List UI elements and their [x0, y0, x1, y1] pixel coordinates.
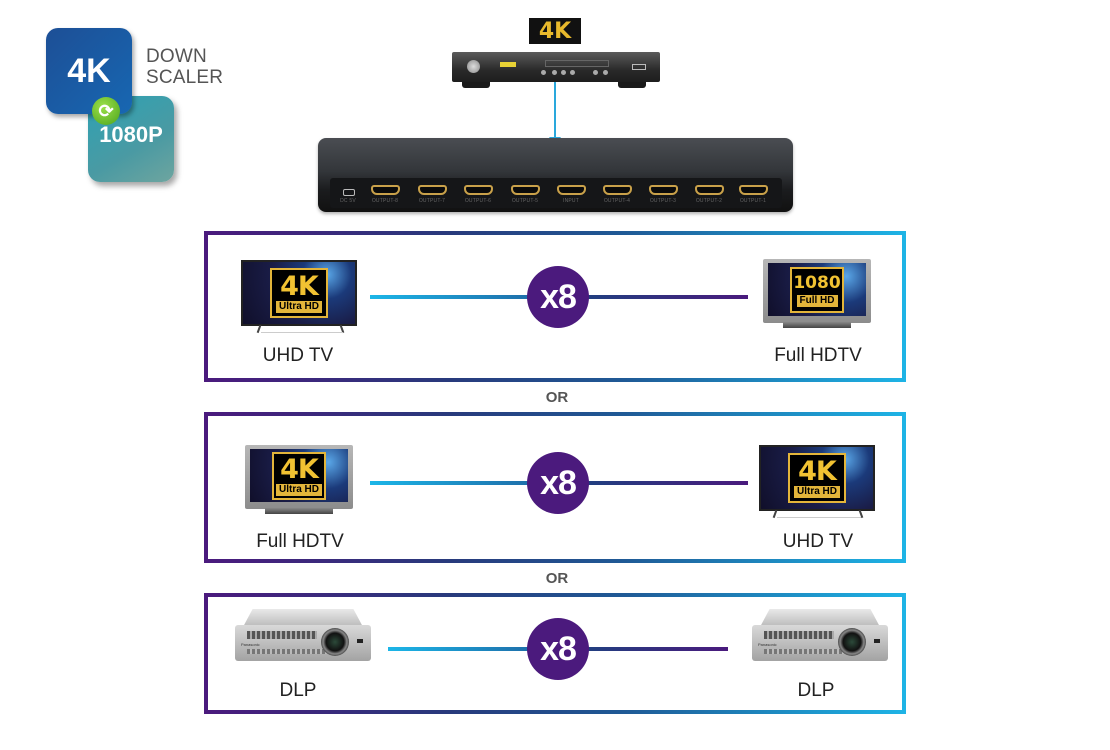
device-label-right: DLP	[797, 680, 835, 701]
4k-ultra-hd-logo: 4K Ultra HD	[788, 453, 846, 503]
badge-4k-label: 4K	[67, 51, 111, 90]
logo-main-text: 4K	[798, 456, 837, 487]
port-label: OUTPUT-1	[739, 198, 767, 204]
logo-sub-text: Full HD	[796, 295, 838, 307]
uhd-tv-icon: 4K Ultra HD	[241, 260, 357, 326]
hdmi-port-icon	[649, 185, 678, 195]
full-hdtv-icon: 4K Ultra HD	[245, 445, 353, 509]
cable-right	[588, 295, 748, 299]
hdmi-port-icon	[557, 185, 586, 195]
source-4k-label: 4K	[529, 18, 581, 44]
scenario-panel-1: 4K Ultra HD UHD TV x8 1080 Full HD Full …	[204, 231, 906, 382]
projector-brand: Panasonic	[758, 642, 777, 647]
player-button	[603, 70, 608, 75]
tv-stand	[783, 322, 851, 328]
scenario-panel-3: Panasonic DLP x8 Panasonic DLP	[204, 593, 906, 714]
multiplier-badge: x8	[527, 266, 589, 328]
port-label: OUTPUT-8	[371, 198, 399, 204]
port-label: OUTPUT-5	[511, 198, 539, 204]
badge-1080p-label: 1080P	[99, 122, 163, 147]
device-label-left: Full HDTV	[256, 531, 344, 552]
device-label-right: Full HDTV	[774, 345, 862, 366]
cable-left	[370, 295, 540, 299]
dlp-projector-icon: Panasonic	[235, 609, 371, 669]
logo-sub-text: Ultra HD	[275, 301, 322, 313]
device-label-right: UHD TV	[782, 531, 854, 552]
scenario-panel-2: 4K Ultra HD Full HDTV x8 4K Ultra HD UHD…	[204, 412, 906, 563]
logo-main-text: 4K	[280, 271, 319, 302]
tv-base	[777, 517, 861, 518]
hdmi-port-icon	[371, 185, 400, 195]
or-separator: OR	[545, 570, 569, 587]
cable-right	[588, 647, 728, 651]
uhd-tv-icon: 4K Ultra HD	[759, 445, 875, 511]
dlp-projector-icon: Panasonic	[752, 609, 888, 669]
signal-arrow-line	[554, 82, 556, 140]
logo-sub-text: Ultra HD	[793, 486, 840, 498]
tv-screen: 1080 Full HD	[768, 263, 866, 316]
cable-right	[588, 481, 748, 485]
player-display	[500, 62, 516, 67]
badge-title-line1: DOWN	[146, 46, 207, 67]
logo-main-text: 4K	[280, 453, 319, 485]
port-label: OUTPUT-6	[464, 198, 492, 204]
player-button	[570, 70, 575, 75]
projector-brand: Panasonic	[241, 642, 260, 647]
logo-main-text: 1080	[793, 273, 841, 293]
lens	[321, 628, 349, 656]
tv-stand	[265, 508, 333, 514]
multiplier-badge: x8	[527, 618, 589, 680]
hdmi-port-icon	[464, 185, 493, 195]
hdmi-port-icon	[695, 185, 724, 195]
device-label-left: DLP	[279, 680, 317, 701]
badge-title-line2: SCALER	[146, 67, 224, 88]
full-hdtv-icon: 1080 Full HD	[763, 259, 871, 323]
badge-1080p-tile: 1080P	[88, 96, 174, 182]
port-label: OUTPUT-3	[649, 198, 677, 204]
port-label: INPUT	[563, 198, 579, 204]
tv-screen: 4K Ultra HD	[250, 449, 348, 502]
1080-full-hd-logo: 1080 Full HD	[790, 266, 844, 313]
power-port-icon	[343, 189, 355, 196]
device-label-left: UHD TV	[262, 345, 334, 366]
port-label: OUTPUT-2	[695, 198, 723, 204]
player-button	[561, 70, 566, 75]
badge-4k-tile: 4K	[46, 28, 132, 114]
port-label: DC 5V	[340, 198, 356, 204]
player-disc-slot	[545, 60, 609, 67]
player-knob	[467, 60, 480, 73]
or-separator: OR	[545, 389, 569, 406]
hdmi-port-icon	[511, 185, 540, 195]
port-label: OUTPUT-7	[418, 198, 446, 204]
4k-ultra-hd-logo: 4K Ultra HD	[272, 451, 326, 500]
player-foot-left	[462, 82, 490, 88]
hdmi-port-icon	[603, 185, 632, 195]
hdmi-port-icon	[418, 185, 447, 195]
tv-base	[261, 332, 343, 333]
logo-sub-text: Ultra HD	[275, 483, 322, 496]
cable-left	[370, 481, 540, 485]
player-usb-port	[632, 64, 646, 70]
4k-ultra-hd-logo: 4K Ultra HD	[270, 268, 328, 318]
badge-title: DOWN SCALER	[146, 46, 223, 88]
hdmi-port-icon	[739, 185, 768, 195]
player-button	[541, 70, 546, 75]
player-button	[552, 70, 557, 75]
lens	[838, 628, 866, 656]
cable-left	[388, 647, 540, 651]
media-player-icon	[452, 52, 660, 82]
player-foot-right	[618, 82, 646, 88]
port-label: OUTPUT-4	[603, 198, 631, 204]
refresh-icon: ⟳	[92, 97, 120, 125]
player-button	[593, 70, 598, 75]
multiplier-badge: x8	[527, 452, 589, 514]
